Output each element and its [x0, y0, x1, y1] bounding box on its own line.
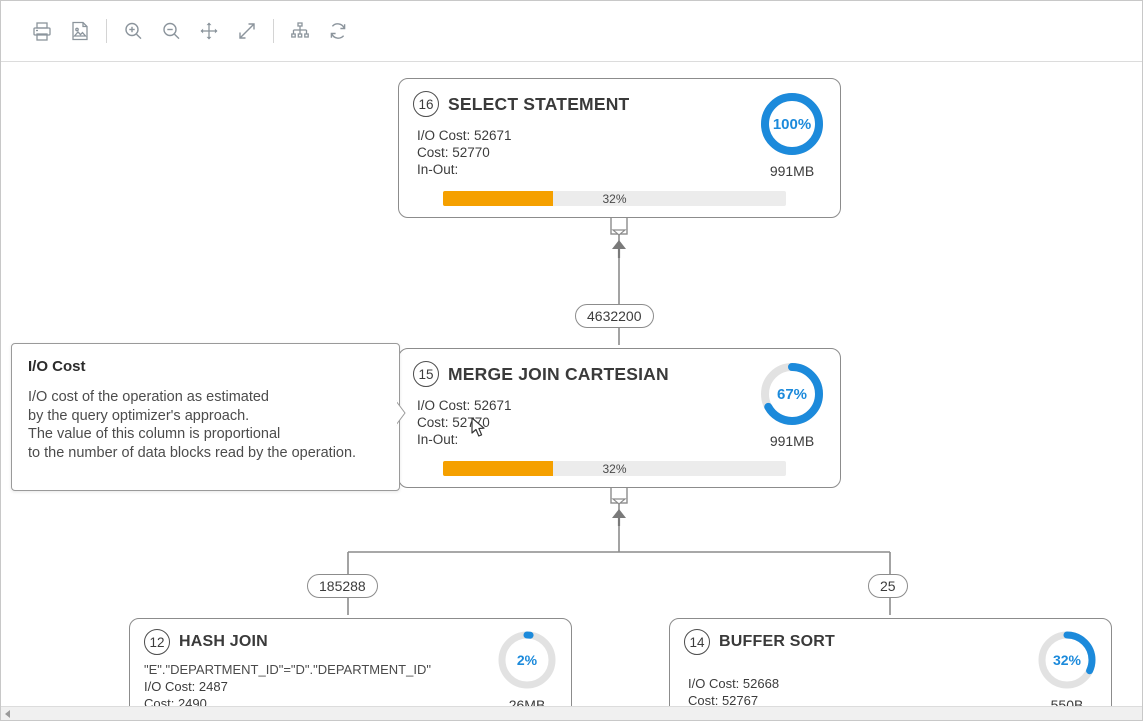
node-header: 15 MERGE JOIN CARTESIAN: [399, 349, 840, 387]
donut-chart: 67%: [757, 359, 827, 429]
node-memory-label: 991MB: [769, 163, 815, 179]
zoom-in-button[interactable]: [114, 12, 152, 50]
pan-icon: [198, 20, 220, 42]
node-title: HASH JOIN: [179, 633, 268, 650]
node-cost: Cost: 52767: [688, 693, 759, 707]
save-image-button[interactable]: [61, 12, 99, 50]
node-metrics: I/O Cost: 52671 Cost: 52770 In-Out:: [399, 117, 840, 178]
node-io-cost: I/O Cost: 2487: [144, 679, 228, 694]
node-metrics: "E"."DEPARTMENT_ID"="D"."DEPARTMENT_ID" …: [130, 655, 571, 707]
node-inout-bar-fill: [443, 461, 553, 476]
node-inout: In-Out:: [417, 432, 459, 447]
refresh-button[interactable]: [319, 12, 357, 50]
node-io-cost[interactable]: I/O Cost: 52671: [417, 398, 512, 413]
node-cost: Cost: 2490: [144, 696, 207, 707]
node-header: 14 BUFFER SORT: [670, 619, 1111, 655]
node-number: 12: [144, 629, 170, 655]
print-icon: [31, 20, 53, 42]
node-metrics: I/O Cost: 52668 Cost: 52767: [670, 655, 1111, 707]
toolbar: [1, 1, 1142, 62]
fit-screen-icon: [236, 20, 258, 42]
donut-chart: 2%: [494, 627, 560, 693]
node-io-cost: I/O Cost: 52668: [688, 676, 780, 691]
donut-percent-label: 32%: [1052, 652, 1082, 668]
tooltip-title: I/O Cost: [28, 358, 86, 375]
tree-layout-button[interactable]: [281, 12, 319, 50]
node-memory-gauge: 2% 26MB: [491, 627, 563, 707]
node-memory-label: 550B: [1050, 697, 1084, 707]
node-inout-bar: 32%: [443, 461, 786, 476]
pan-button[interactable]: [190, 12, 228, 50]
refresh-icon: [327, 20, 349, 42]
edge-label-merge-hashjoin: 185288: [307, 574, 378, 598]
fit-screen-button[interactable]: [228, 12, 266, 50]
node-number: 16: [413, 91, 439, 117]
node-predicate: "E"."DEPARTMENT_ID"="D"."DEPARTMENT_ID": [144, 662, 431, 677]
node-memory-gauge: 100% 991MB: [754, 89, 830, 179]
plan-node-merge-join-cartesian[interactable]: 15 MERGE JOIN CARTESIAN I/O Cost: 52671 …: [398, 348, 841, 488]
io-cost-tooltip: I/O Cost I/O cost of the operation as es…: [11, 343, 400, 491]
toolbar-divider-1: [106, 19, 107, 43]
node-number: 15: [413, 361, 439, 387]
node-header: 16 SELECT STATEMENT: [399, 79, 840, 117]
node-memory-label: 991MB: [769, 433, 815, 449]
node-memory-gauge: 67% 991MB: [754, 359, 830, 449]
plan-node-buffer-sort[interactable]: 14 BUFFER SORT I/O Cost: 52668 Cost: 527…: [669, 618, 1112, 707]
zoom-out-icon: [160, 20, 182, 42]
plan-node-hash-join[interactable]: 12 HASH JOIN "E"."DEPARTMENT_ID"="D"."DE…: [129, 618, 572, 707]
print-button[interactable]: [23, 12, 61, 50]
donut-percent-label: 100%: [772, 115, 812, 133]
node-inout: In-Out:: [417, 162, 459, 177]
edge-label-select-merge: 4632200: [575, 304, 654, 328]
toolbar-divider-2: [273, 19, 274, 43]
zoom-out-button[interactable]: [152, 12, 190, 50]
donut-percent-label: 2%: [516, 652, 538, 668]
scroll-left-arrow[interactable]: [1, 707, 15, 720]
node-cost: Cost: 52770: [417, 145, 490, 160]
edge-label-merge-buffer: 25: [868, 574, 908, 598]
node-inout-bar-label: 32%: [602, 461, 627, 476]
donut-chart: 32%: [1034, 627, 1100, 693]
node-header: 12 HASH JOIN: [130, 619, 571, 655]
node-io-cost: I/O Cost: 52671: [417, 128, 512, 143]
node-number: 14: [684, 629, 710, 655]
tree-layout-icon: [289, 20, 311, 42]
donut-percent-label: 67%: [776, 385, 808, 403]
node-inout-bar: 32%: [443, 191, 786, 206]
node-inout-bar-fill: [443, 191, 553, 206]
node-title: BUFFER SORT: [719, 633, 835, 650]
node-memory-label: 26MB: [508, 697, 546, 707]
node-memory-gauge: 32% 550B: [1031, 627, 1103, 707]
node-title: SELECT STATEMENT: [448, 93, 630, 114]
node-title: MERGE JOIN CARTESIAN: [448, 363, 669, 384]
plan-node-select-statement[interactable]: 16 SELECT STATEMENT I/O Cost: 52671 Cost…: [398, 78, 841, 218]
zoom-in-icon: [122, 20, 144, 42]
node-inout-bar-label: 32%: [602, 191, 627, 206]
save-image-icon: [69, 20, 91, 42]
plan-canvas[interactable]: 4632200 185288 25 16 SELECT STATEMENT I/…: [1, 62, 1142, 707]
tooltip-body: I/O cost of the operation as estimated b…: [28, 389, 357, 461]
horizontal-scrollbar[interactable]: [1, 706, 1142, 720]
donut-chart: 100%: [757, 89, 827, 159]
